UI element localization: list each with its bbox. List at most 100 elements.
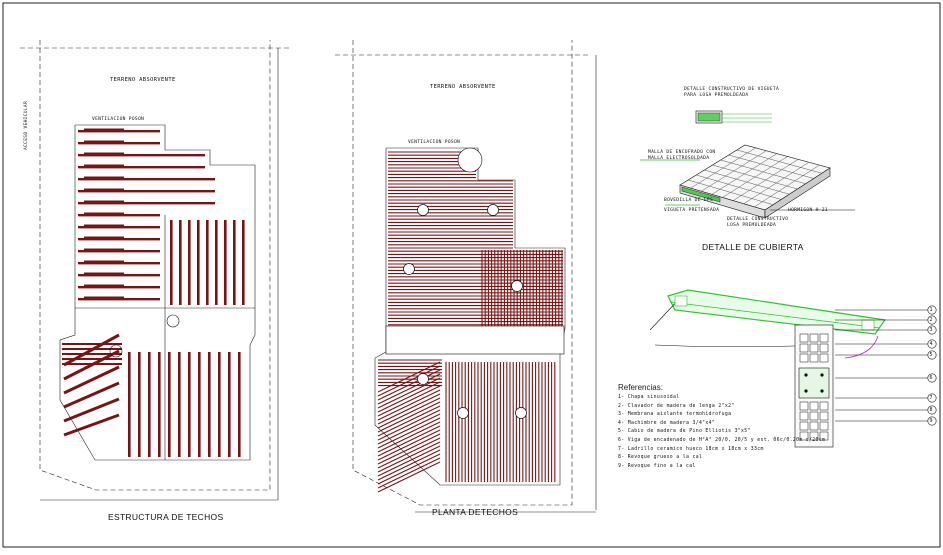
- brick-cell: [819, 431, 829, 441]
- roof-drain-circle: [403, 263, 415, 275]
- roof-beam-rafter: [84, 224, 124, 228]
- brick-cell: [819, 411, 829, 421]
- roof-beam-vertical: [242, 220, 245, 305]
- slab-grid-line: [722, 156, 788, 198]
- roof-beam-vertical-lower: [168, 352, 171, 457]
- left-ground-label: TERRENO ABSORVENTE: [110, 77, 176, 83]
- roof-hatch-diagonal: [377, 365, 441, 397]
- brick-cell: [799, 401, 809, 411]
- roof-drain-circle: [417, 204, 429, 216]
- reference-item: 9- Revoque fino a la cal: [618, 463, 696, 469]
- left-caption: ESTRUCTURA DE TECHOS: [108, 512, 224, 522]
- roof-hatch-diagonal: [377, 421, 441, 453]
- left-vent-label: VENTILACION POSON: [92, 117, 145, 122]
- callout-number: 2: [929, 316, 933, 323]
- brick-cell: [819, 333, 829, 343]
- roof-beam-vertical: [215, 220, 218, 305]
- roof-beam-vertical: [188, 220, 191, 305]
- callout-number: 5: [929, 351, 933, 358]
- callout-number: 3: [929, 326, 933, 333]
- roof-section: [649, 289, 937, 448]
- slab-grid-line: [754, 164, 820, 208]
- brick-cell: [819, 343, 829, 353]
- roof-hatch-diagonal: [377, 449, 441, 481]
- brick-cell: [799, 343, 809, 353]
- roof-drain-circle: [511, 280, 523, 292]
- vent-circle: [166, 314, 180, 328]
- middle-site-boundary: [352, 40, 573, 506]
- roof-hatch-diagonal: [377, 369, 441, 401]
- callout-bubble: [927, 315, 937, 325]
- detail-note-left2: MALLA ELECTROSOLDADA: [648, 156, 710, 161]
- detail-caption-line2: LOSA PREMOLDEADA: [727, 223, 777, 228]
- roof-hatch-diagonal: [377, 381, 441, 413]
- callout-number: 4: [929, 340, 933, 347]
- brick-cell: [819, 401, 829, 411]
- roof-hatch-diagonal: [377, 389, 441, 421]
- roof-beam-diagonal: [63, 413, 120, 437]
- references-title: Referencias:: [618, 383, 663, 392]
- wall-bricks: [799, 333, 829, 441]
- roof-beam-vertical-lower: [238, 352, 241, 457]
- slab-eps-blocks: [681, 186, 721, 203]
- brick-cell: [809, 421, 819, 431]
- roof-beam-rafter: [84, 260, 124, 264]
- roof-beam-vertical-lower: [148, 352, 151, 457]
- callout-bubble: [927, 416, 937, 426]
- roof-beam-vertical: [206, 220, 209, 305]
- roof-beam-vertical: [224, 220, 227, 305]
- roof-hatch-diagonal: [377, 401, 441, 433]
- roof-beam-short: [62, 358, 122, 360]
- roof-beam-horizontal: [78, 154, 205, 157]
- left-access-label: ACCESO VEHICULAR: [24, 100, 29, 150]
- roof-beam-rafter: [84, 188, 124, 192]
- callout-number: 8: [929, 406, 933, 413]
- roof-drain-circle: [417, 373, 429, 385]
- reference-item: 7- Ladrillo ceramico hueco 18cm x 18cm x…: [618, 446, 764, 452]
- roof-beam-vertical: [233, 220, 236, 305]
- brick-cell: [799, 411, 809, 421]
- callout-bubble: [927, 350, 937, 360]
- roof-beam-horizontal: [78, 190, 215, 193]
- brick-cell: [799, 333, 809, 343]
- middle-ground-label: TERRENO ABSORVENTE: [430, 84, 496, 90]
- left-plan: [20, 40, 290, 501]
- callout-number: 6: [929, 374, 933, 381]
- slab-grid: [688, 147, 822, 208]
- roof-beam-vertical-lower: [188, 352, 191, 457]
- brick-cell: [819, 421, 829, 431]
- slab-grid-line: [720, 159, 806, 184]
- middle-roof-hatch: [377, 147, 565, 493]
- roof-beam-rafter: [84, 200, 124, 204]
- detail-heading: DETALLE DE CUBIERTA: [702, 242, 804, 252]
- sheet-border: [2, 2, 941, 548]
- roof-beam-vertical-lower: [138, 352, 141, 457]
- callout-number: 1: [929, 306, 933, 313]
- roof-beam-rafter: [84, 284, 124, 288]
- vent-circle: [109, 344, 123, 358]
- detail-caption-line1: DETALLE CONSTRUCTIVO: [727, 217, 789, 222]
- roof-hatch-diagonal: [377, 397, 441, 429]
- roof-beam-vertical-lower: [228, 352, 231, 457]
- callout-bubble: [927, 405, 937, 415]
- roof-beam-rafter: [84, 164, 124, 168]
- slab-grid-line: [728, 154, 814, 179]
- roof-beam-vertical-lower: [128, 352, 131, 457]
- roof-beam-vertical-lower: [178, 352, 181, 457]
- left-roof-beams: [62, 128, 245, 457]
- middle-caption: PLANTA DETECHOS: [432, 507, 519, 517]
- roof-beam-horizontal: [78, 178, 215, 181]
- roof-beam-rafter: [84, 140, 124, 144]
- roof-hatch-diagonal: [377, 429, 441, 461]
- brick-cell: [809, 333, 819, 343]
- roof-drain-circle: [487, 204, 499, 216]
- roof-beam-vertical: [179, 220, 182, 305]
- slab-grid-line: [743, 162, 809, 204]
- reference-item: 5- Cabio de madera de Pino Elliotis 3"x5…: [618, 429, 751, 435]
- brick-cell: [809, 353, 819, 363]
- left-site-boundary: [39, 40, 271, 491]
- detail-title-line1: DETALLE CONSTRUCTIVO DE VIGUETA: [684, 87, 780, 92]
- membrane-curve: [844, 335, 879, 359]
